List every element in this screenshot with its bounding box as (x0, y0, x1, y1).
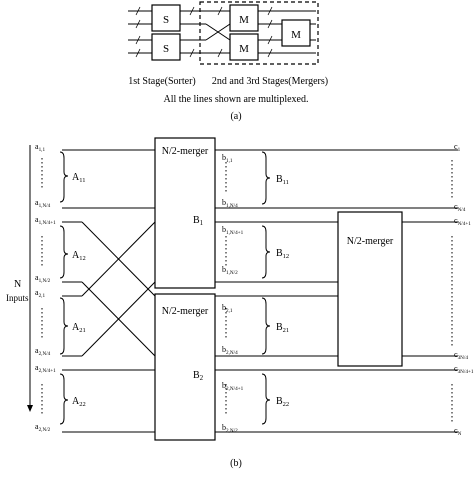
output-label-6: cN (454, 426, 462, 437)
caption-a: (a) (230, 111, 241, 122)
output-label-3: cN/4+1 (454, 216, 471, 227)
merger-box-2 (229, 33, 259, 61)
output-label-2: cN/4 (454, 202, 466, 213)
merger-label-3: M (291, 29, 301, 41)
sorter-box-2 (151, 33, 181, 61)
merger-3-box (337, 211, 403, 367)
multiplex-note: All the lines shown are multiplexed. (164, 94, 309, 105)
stage23-caption: 2nd and 3rd Stages(Mergers) (212, 76, 328, 87)
merger-2-output-label: B2 (193, 370, 204, 382)
output-label-4: c3N/4 (454, 350, 468, 361)
brace-A22 (59, 373, 69, 425)
brace-B12 (261, 225, 271, 279)
mid-label-3: b1,N/4+1 (222, 225, 244, 236)
mid-label-1: b1,1 (222, 153, 233, 164)
merger-1-output-label: B1 (193, 215, 204, 227)
mid-label-8: b2,N/2 (222, 423, 238, 434)
inputs-label: Inputs (6, 293, 29, 303)
merger-1-label: N/2-merger (162, 146, 209, 157)
brace-A12 (59, 225, 69, 279)
merger-box-3 (281, 19, 311, 47)
input-label-8: a2,N/2 (35, 422, 51, 433)
input-label-6: a2,N/4 (35, 346, 51, 357)
sorter-box-1 (151, 4, 181, 32)
group-out-4: B22 (276, 396, 289, 408)
mid-label-6: b2,N/4 (222, 345, 238, 356)
stage1-caption: 1st Stage(Sorter) (128, 76, 196, 87)
brace-A21 (59, 297, 69, 355)
group-in-3: A21 (72, 322, 86, 334)
output-label-1: c1 (454, 142, 461, 153)
part-b-diagram: N Inputs N/2-merger N/2-merger B1 B2 (6, 137, 474, 469)
merger-1-box (154, 137, 216, 289)
merger-label-1: M (239, 14, 249, 26)
input-label-5: a2,1 (35, 288, 45, 299)
mid-label-2: b1,N/4 (222, 198, 238, 209)
group-in-1: A11 (72, 172, 86, 184)
part-a-diagram: S S M M M 1st Stage(Sorter) 2nd and 3rd … (128, 1, 328, 122)
input-label-7: a2,N/4+1 (35, 363, 56, 374)
caption-b: (b) (230, 458, 242, 469)
input-label-1: a1,1 (35, 142, 45, 153)
inputs-arrowhead (27, 405, 33, 412)
input-label-4: a1,N/2 (35, 273, 51, 284)
brace-B22 (261, 373, 271, 425)
sorter-label-1: S (163, 14, 169, 26)
n-label: N (14, 279, 21, 290)
group-out-3: B21 (276, 322, 289, 334)
input-label-3: a1,N/4+1 (35, 215, 56, 226)
brace-B21 (261, 297, 271, 355)
group-in-4: A22 (72, 396, 86, 408)
merger-2-label: N/2-merger (162, 306, 209, 317)
merger-label-2: M (239, 43, 249, 55)
sorter-label-2: S (163, 43, 169, 55)
group-out-2: B12 (276, 248, 289, 260)
mid-label-7: b2,N/4+1 (222, 381, 244, 392)
group-in-2: A12 (72, 250, 86, 262)
input-label-2: a1,N/4 (35, 198, 51, 209)
merger-2-box (154, 293, 216, 441)
mergers-enclosure (199, 1, 319, 65)
output-label-5: c3N/4+1 (454, 364, 474, 375)
brace-A11 (59, 151, 69, 203)
brace-B11 (261, 151, 271, 205)
mid-label-4: b1,N/2 (222, 265, 238, 276)
merger-3-label: N/2-merger (347, 236, 394, 247)
merger-box-1 (229, 4, 259, 32)
mid-label-5: b2,1 (222, 303, 233, 314)
group-out-1: B11 (276, 174, 289, 186)
